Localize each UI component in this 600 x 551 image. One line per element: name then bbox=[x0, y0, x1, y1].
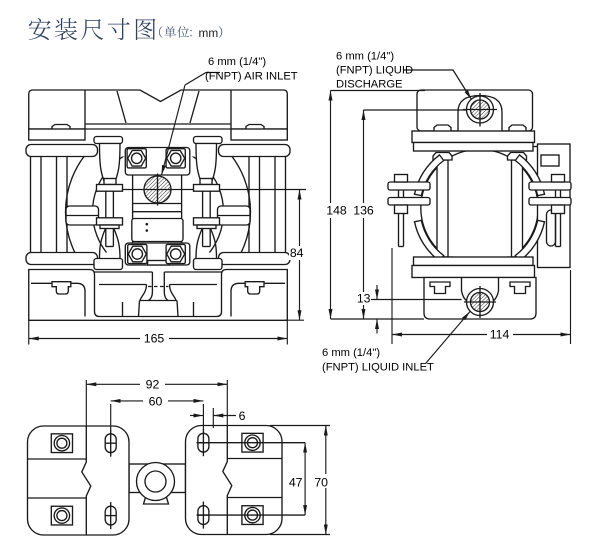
air-inlet-size: 6 mm (1/4") bbox=[208, 56, 266, 68]
title-text-cjk bbox=[28, 18, 156, 41]
dimension-labels: 165 84 148 136 13 114 92 60 6 47 70 bbox=[140, 203, 513, 490]
dim-front-width: 165 bbox=[144, 332, 165, 346]
discharge-size: 6 mm (1/4") bbox=[336, 51, 394, 63]
dim-bottom-slot-width: 6 bbox=[239, 409, 246, 423]
dim-bottom-outer-span: 92 bbox=[146, 378, 160, 392]
dim-bottom-foot-depth: 70 bbox=[314, 476, 328, 490]
page-title: mm bbox=[28, 18, 223, 41]
dim-side-inlet-offset: 13 bbox=[357, 292, 371, 306]
title-unit-mm: mm bbox=[199, 26, 219, 40]
pump-bottom-view bbox=[26, 424, 306, 536]
liquid-discharge-annotation: 6 mm (1/4") (FNPT) LIQUID DISCHARGE bbox=[336, 51, 413, 91]
dim-side-width: 114 bbox=[490, 328, 510, 342]
dim-side-port-height: 136 bbox=[353, 204, 374, 218]
pump-side-view bbox=[330, 89, 572, 320]
air-inlet-annotation: 6 mm (1/4") (FNPT) AIR INLET bbox=[205, 56, 298, 83]
inlet-size: 6 mm (1/4") bbox=[322, 347, 380, 359]
dim-front-height: 84 bbox=[290, 246, 304, 260]
dim-bottom-inner-span: 60 bbox=[149, 394, 163, 408]
discharge-label-2: DISCHARGE bbox=[336, 79, 403, 91]
liquid-inlet-annotation: 6 mm (1/4") (FNPT) LIQUID INLET bbox=[322, 347, 434, 374]
title-unit-suffix bbox=[218, 26, 223, 38]
title-unit-prefix bbox=[159, 26, 192, 38]
inlet-label: (FNPT) LIQUID INLET bbox=[322, 362, 434, 374]
air-inlet-label: (FNPT) AIR INLET bbox=[205, 71, 298, 83]
dim-bottom-bolt-row-span: 47 bbox=[289, 476, 303, 490]
pump-front-view bbox=[25, 89, 306, 321]
discharge-label-1: (FNPT) LIQUID bbox=[336, 65, 413, 77]
dim-side-overall-height: 148 bbox=[326, 204, 347, 218]
